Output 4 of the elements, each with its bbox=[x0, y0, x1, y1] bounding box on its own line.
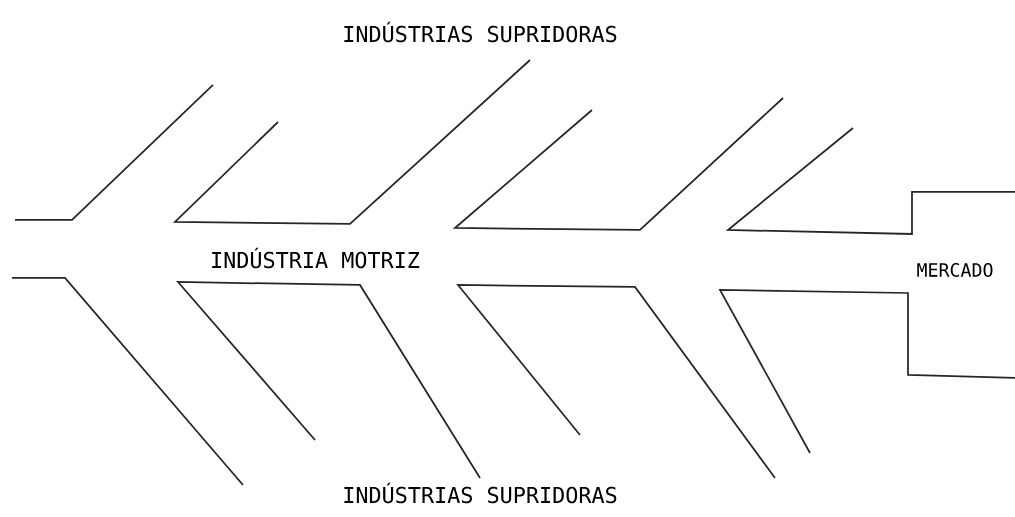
text-label: INDÚSTRIAS SUPRIDORAS bbox=[344, 21, 617, 43]
text-label: INDÚSTRIA MOTRIZ bbox=[212, 247, 420, 269]
text-label: MERCADO bbox=[917, 263, 993, 277]
text-label: INDÚSTRIAS SUPRIDORAS bbox=[344, 482, 617, 504]
